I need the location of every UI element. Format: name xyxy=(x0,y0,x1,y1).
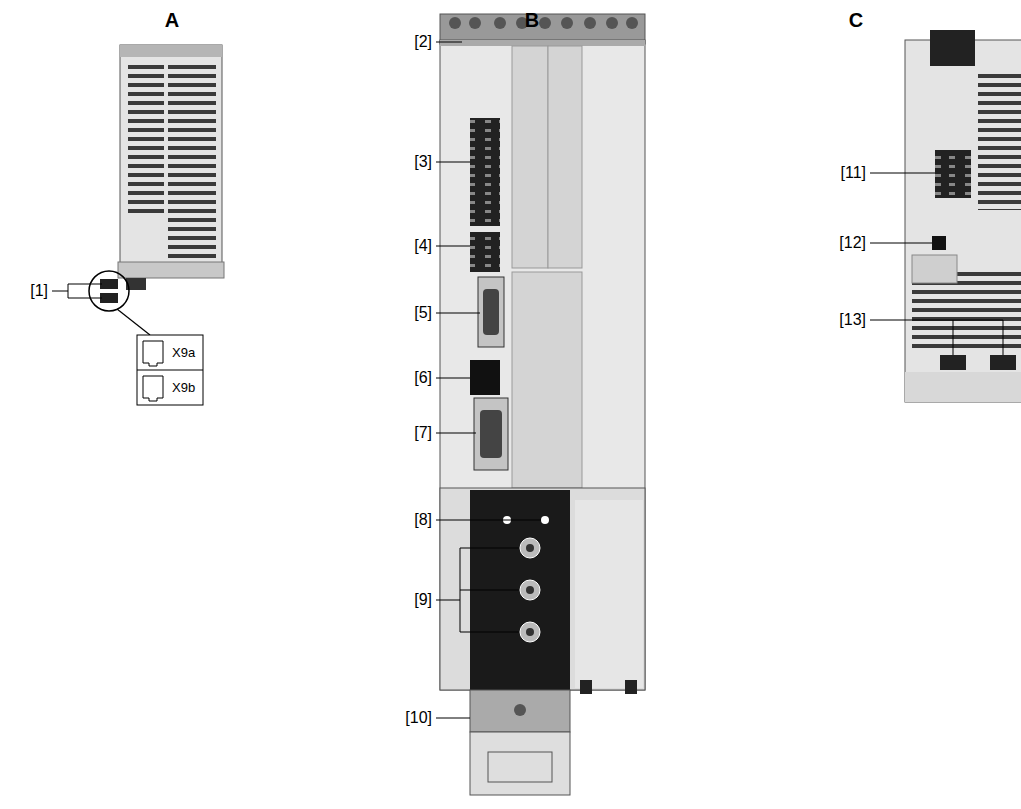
callout-number: [3] xyxy=(414,153,432,171)
callout-number: [8] xyxy=(414,511,432,529)
callout-number: [11] xyxy=(841,164,867,182)
connector-label: X9b xyxy=(172,381,195,396)
callout-number: [1] xyxy=(30,282,48,300)
callout-number: [13] xyxy=(839,311,866,329)
callout-number: [9] xyxy=(414,591,432,609)
view-c-drawing xyxy=(870,30,1021,402)
connector-label: X9a xyxy=(172,346,195,361)
callout-number: [4] xyxy=(414,237,432,255)
callout-number: [10] xyxy=(405,709,432,727)
view-letter: A xyxy=(165,9,179,32)
callout-number: [2] xyxy=(414,33,432,51)
view-letter: B xyxy=(525,9,539,32)
callout-number: [5] xyxy=(414,304,432,322)
callout-number: [12] xyxy=(839,234,866,252)
callout-number: [6] xyxy=(414,369,432,387)
view-letter: C xyxy=(849,9,863,32)
view-b-drawing xyxy=(436,14,645,795)
view-a-drawing xyxy=(52,45,224,405)
callout-number: [7] xyxy=(414,424,432,442)
